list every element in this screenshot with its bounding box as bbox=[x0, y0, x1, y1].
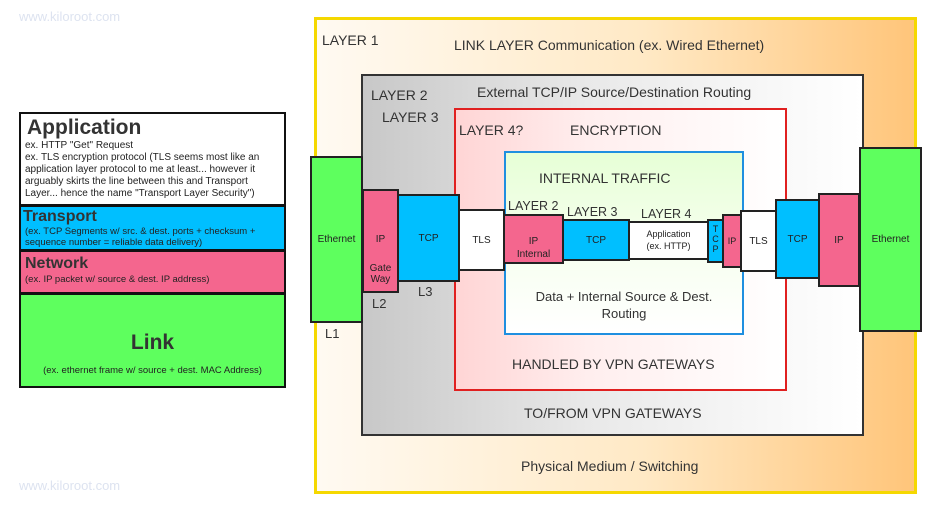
inner-layer4-label: LAYER 4 bbox=[641, 207, 692, 221]
ip-block-right: IP bbox=[818, 193, 860, 287]
legend-transport-line: sequence number = reliable data delivery… bbox=[25, 237, 203, 248]
layer4-bottom-text: HANDLED BY VPN GATEWAYS bbox=[512, 356, 715, 372]
legend-link: Link (ex. ethernet frame w/ source + des… bbox=[19, 293, 286, 388]
layer2-bottom-text: TO/FROM VPN GATEWAYS bbox=[524, 405, 702, 421]
tcp-block-right: TCP bbox=[775, 199, 820, 279]
tcp-small-letter: C bbox=[712, 234, 719, 244]
legend-application: Application ex. HTTP "Get" Request ex. T… bbox=[19, 112, 286, 206]
inner-layer2-label: LAYER 2 bbox=[508, 199, 559, 213]
ip-internal-ip: IP bbox=[528, 236, 539, 247]
layer3-label: LAYER 3 bbox=[382, 109, 439, 125]
inner-layer3-label: LAYER 3 bbox=[567, 205, 618, 219]
internal-traffic-title: INTERNAL TRAFFIC bbox=[539, 170, 671, 186]
application-block: Application (ex. HTTP) bbox=[628, 221, 709, 260]
legend-transport-line: (ex. TCP Segments w/ src. & dest. ports … bbox=[25, 226, 256, 237]
legend-application-title: Application bbox=[27, 116, 142, 139]
layer4-label: LAYER 4? bbox=[459, 122, 524, 138]
layer1-label: LAYER 1 bbox=[322, 32, 379, 48]
legend-network: Network (ex. IP packet w/ source & dest.… bbox=[19, 250, 286, 294]
application-example: (ex. HTTP) bbox=[646, 241, 691, 251]
watermark-bottom: www.kiloroot.com bbox=[19, 478, 121, 493]
tag-l3: L3 bbox=[418, 284, 433, 299]
tcp-small-letter: P bbox=[712, 244, 719, 254]
tls-block-left: TLS bbox=[458, 209, 505, 271]
legend-network-title: Network bbox=[25, 255, 89, 272]
tcp-internal-block: TCP bbox=[562, 219, 630, 261]
legend-application-line: ex. HTTP "Get" Request bbox=[25, 140, 134, 151]
legend-application-line: Layer... hence the name "Transport Layer… bbox=[25, 188, 255, 199]
tls-block-right: TLS bbox=[740, 210, 777, 272]
inner-bottom-text-1: Data + Internal Source & Dest. bbox=[535, 289, 713, 304]
ethernet-block-right: Ethernet bbox=[859, 147, 922, 332]
layer2-top-text: External TCP/IP Source/Destination Routi… bbox=[477, 84, 752, 100]
legend-application-line: application layer protocol to me at leas… bbox=[25, 164, 256, 175]
legend-network-line: (ex. IP packet w/ source & dest. IP addr… bbox=[25, 274, 210, 285]
watermark-top: www.kiloroot.com bbox=[19, 9, 121, 24]
legend-transport-title: Transport bbox=[23, 208, 97, 225]
layer2-label: LAYER 2 bbox=[371, 87, 428, 103]
ip-gateway-gate: Gate bbox=[369, 263, 392, 274]
tag-l1: L1 bbox=[325, 326, 340, 341]
ip-internal-block: IP Internal bbox=[503, 214, 564, 264]
inner-bottom-text-2: Routing bbox=[601, 306, 647, 321]
tag-l2: L2 bbox=[372, 296, 387, 311]
legend-application-line: arguably skirts the line between this an… bbox=[25, 176, 248, 187]
layer1-top-text: LINK LAYER Communication (ex. Wired Ethe… bbox=[454, 37, 765, 53]
legend-link-title: Link bbox=[130, 331, 175, 354]
ethernet-block-left: Ethernet bbox=[310, 156, 363, 323]
tcp-block-left: TCP bbox=[397, 194, 460, 282]
legend-transport: Transport (ex. TCP Segments w/ src. & de… bbox=[19, 205, 286, 251]
tcp-small-letter: T bbox=[712, 224, 719, 234]
ip-gateway-block: IP Gate Way bbox=[362, 189, 399, 293]
legend-link-line: (ex. ethernet frame w/ source + dest. MA… bbox=[43, 365, 262, 376]
layer4-top-text: ENCRYPTION bbox=[570, 122, 662, 138]
ip-small-block: IP bbox=[722, 214, 742, 268]
ip-gateway-ip: IP bbox=[375, 234, 386, 245]
layer1-bottom-text: Physical Medium / Switching bbox=[521, 458, 699, 474]
legend-application-line: ex. TLS encryption protocol (TLS seems m… bbox=[25, 152, 260, 163]
ip-gateway-way: Way bbox=[370, 274, 391, 285]
ip-internal-label: Internal bbox=[516, 249, 551, 260]
application-label: Application bbox=[646, 229, 691, 239]
